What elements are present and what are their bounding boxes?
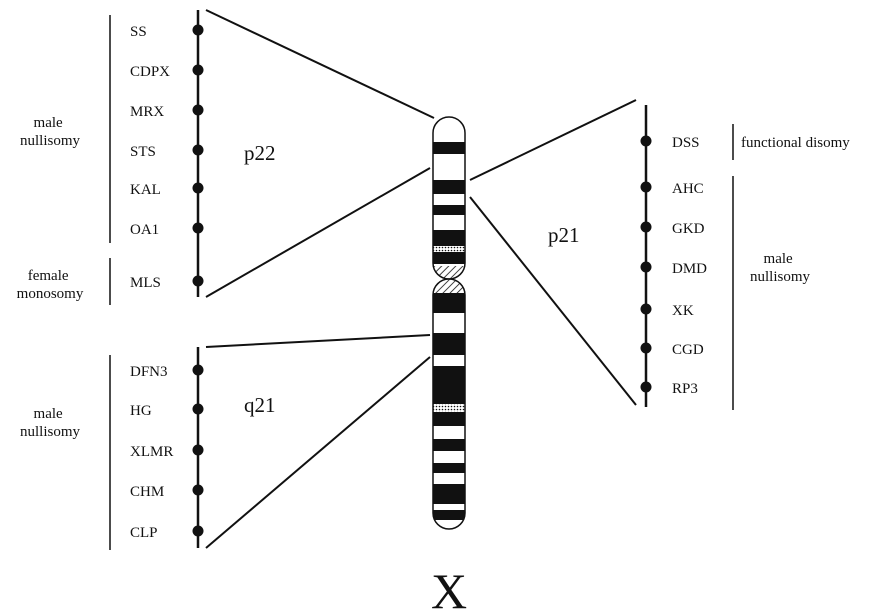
gene-label: XLMR: [130, 444, 173, 460]
gene-marker: [192, 64, 204, 76]
gene-label: XK: [672, 303, 694, 319]
gene-label: RP3: [672, 381, 698, 397]
chromosome-q-arm: [433, 279, 465, 529]
gene-marker: [640, 221, 652, 233]
gene-label: STS: [130, 144, 156, 160]
region-p21: p21 DSS AHC GKD DMD XK CGD RP3 functiona…: [548, 105, 850, 410]
gene-label: DSS: [672, 135, 700, 151]
region-label-q21: q21: [244, 393, 276, 417]
chromosome-x-ideogram: [432, 116, 466, 530]
gene-marker: [192, 444, 204, 456]
q21-connector-bottom: [205, 356, 431, 549]
gene-label: KAL: [130, 182, 161, 198]
chromosome-p-arm: [433, 117, 465, 279]
chromosome-label: X: [431, 563, 467, 612]
gene-label: OA1: [130, 222, 159, 238]
gene-marker: [192, 24, 204, 36]
connector-lines: [205, 9, 637, 549]
gene-label: MLS: [130, 275, 161, 291]
gene-label: AHC: [672, 181, 704, 197]
gene-marker: [640, 261, 652, 273]
gene-label: CGD: [672, 342, 704, 358]
gene-marker: [640, 342, 652, 354]
gene-marker: [192, 144, 204, 156]
gene-marker: [192, 364, 204, 376]
p21-connector-top: [469, 99, 637, 181]
group-label: male nullisomy: [20, 406, 81, 440]
gene-marker: [192, 525, 204, 537]
gene-marker: [192, 222, 204, 234]
region-q21: q21 DFN3 HG XLMR CHM CLP male nullisomy: [20, 347, 276, 550]
gene-label: GKD: [672, 221, 705, 237]
gene-marker: [640, 303, 652, 315]
gene-marker: [192, 182, 204, 194]
group-label: female monosomy: [17, 268, 84, 302]
gene-marker: [192, 275, 204, 287]
gene-marker: [192, 484, 204, 496]
gene-marker: [640, 135, 652, 147]
p21-connector-bottom: [469, 196, 637, 406]
gene-label: CDPX: [130, 64, 170, 80]
q21-connector-top: [205, 334, 431, 348]
group-label: functional disomy: [741, 135, 850, 151]
gene-marker: [640, 181, 652, 193]
gene-marker: [192, 104, 204, 116]
region-label-p21: p21: [548, 223, 580, 247]
gene-label: DFN3: [130, 364, 168, 380]
gene-marker: [192, 403, 204, 415]
gene-label: CHM: [130, 484, 164, 500]
gene-label: CLP: [130, 525, 158, 541]
region-p22: p22 SS CDPX MRX STS KAL OA1 MLS male nul…: [17, 10, 276, 305]
group-label: male nullisomy: [750, 251, 811, 285]
gene-label: DMD: [672, 261, 707, 277]
p22-connector-bottom: [205, 167, 431, 298]
p22-connector-top: [205, 9, 435, 119]
gene-label: HG: [130, 403, 152, 419]
gene-label: SS: [130, 24, 147, 40]
gene-marker: [640, 381, 652, 393]
gene-label: MRX: [130, 104, 164, 120]
chromosome-q-arm-outline: [432, 278, 466, 530]
region-label-p22: p22: [244, 141, 276, 165]
group-label: male nullisomy: [20, 115, 81, 149]
